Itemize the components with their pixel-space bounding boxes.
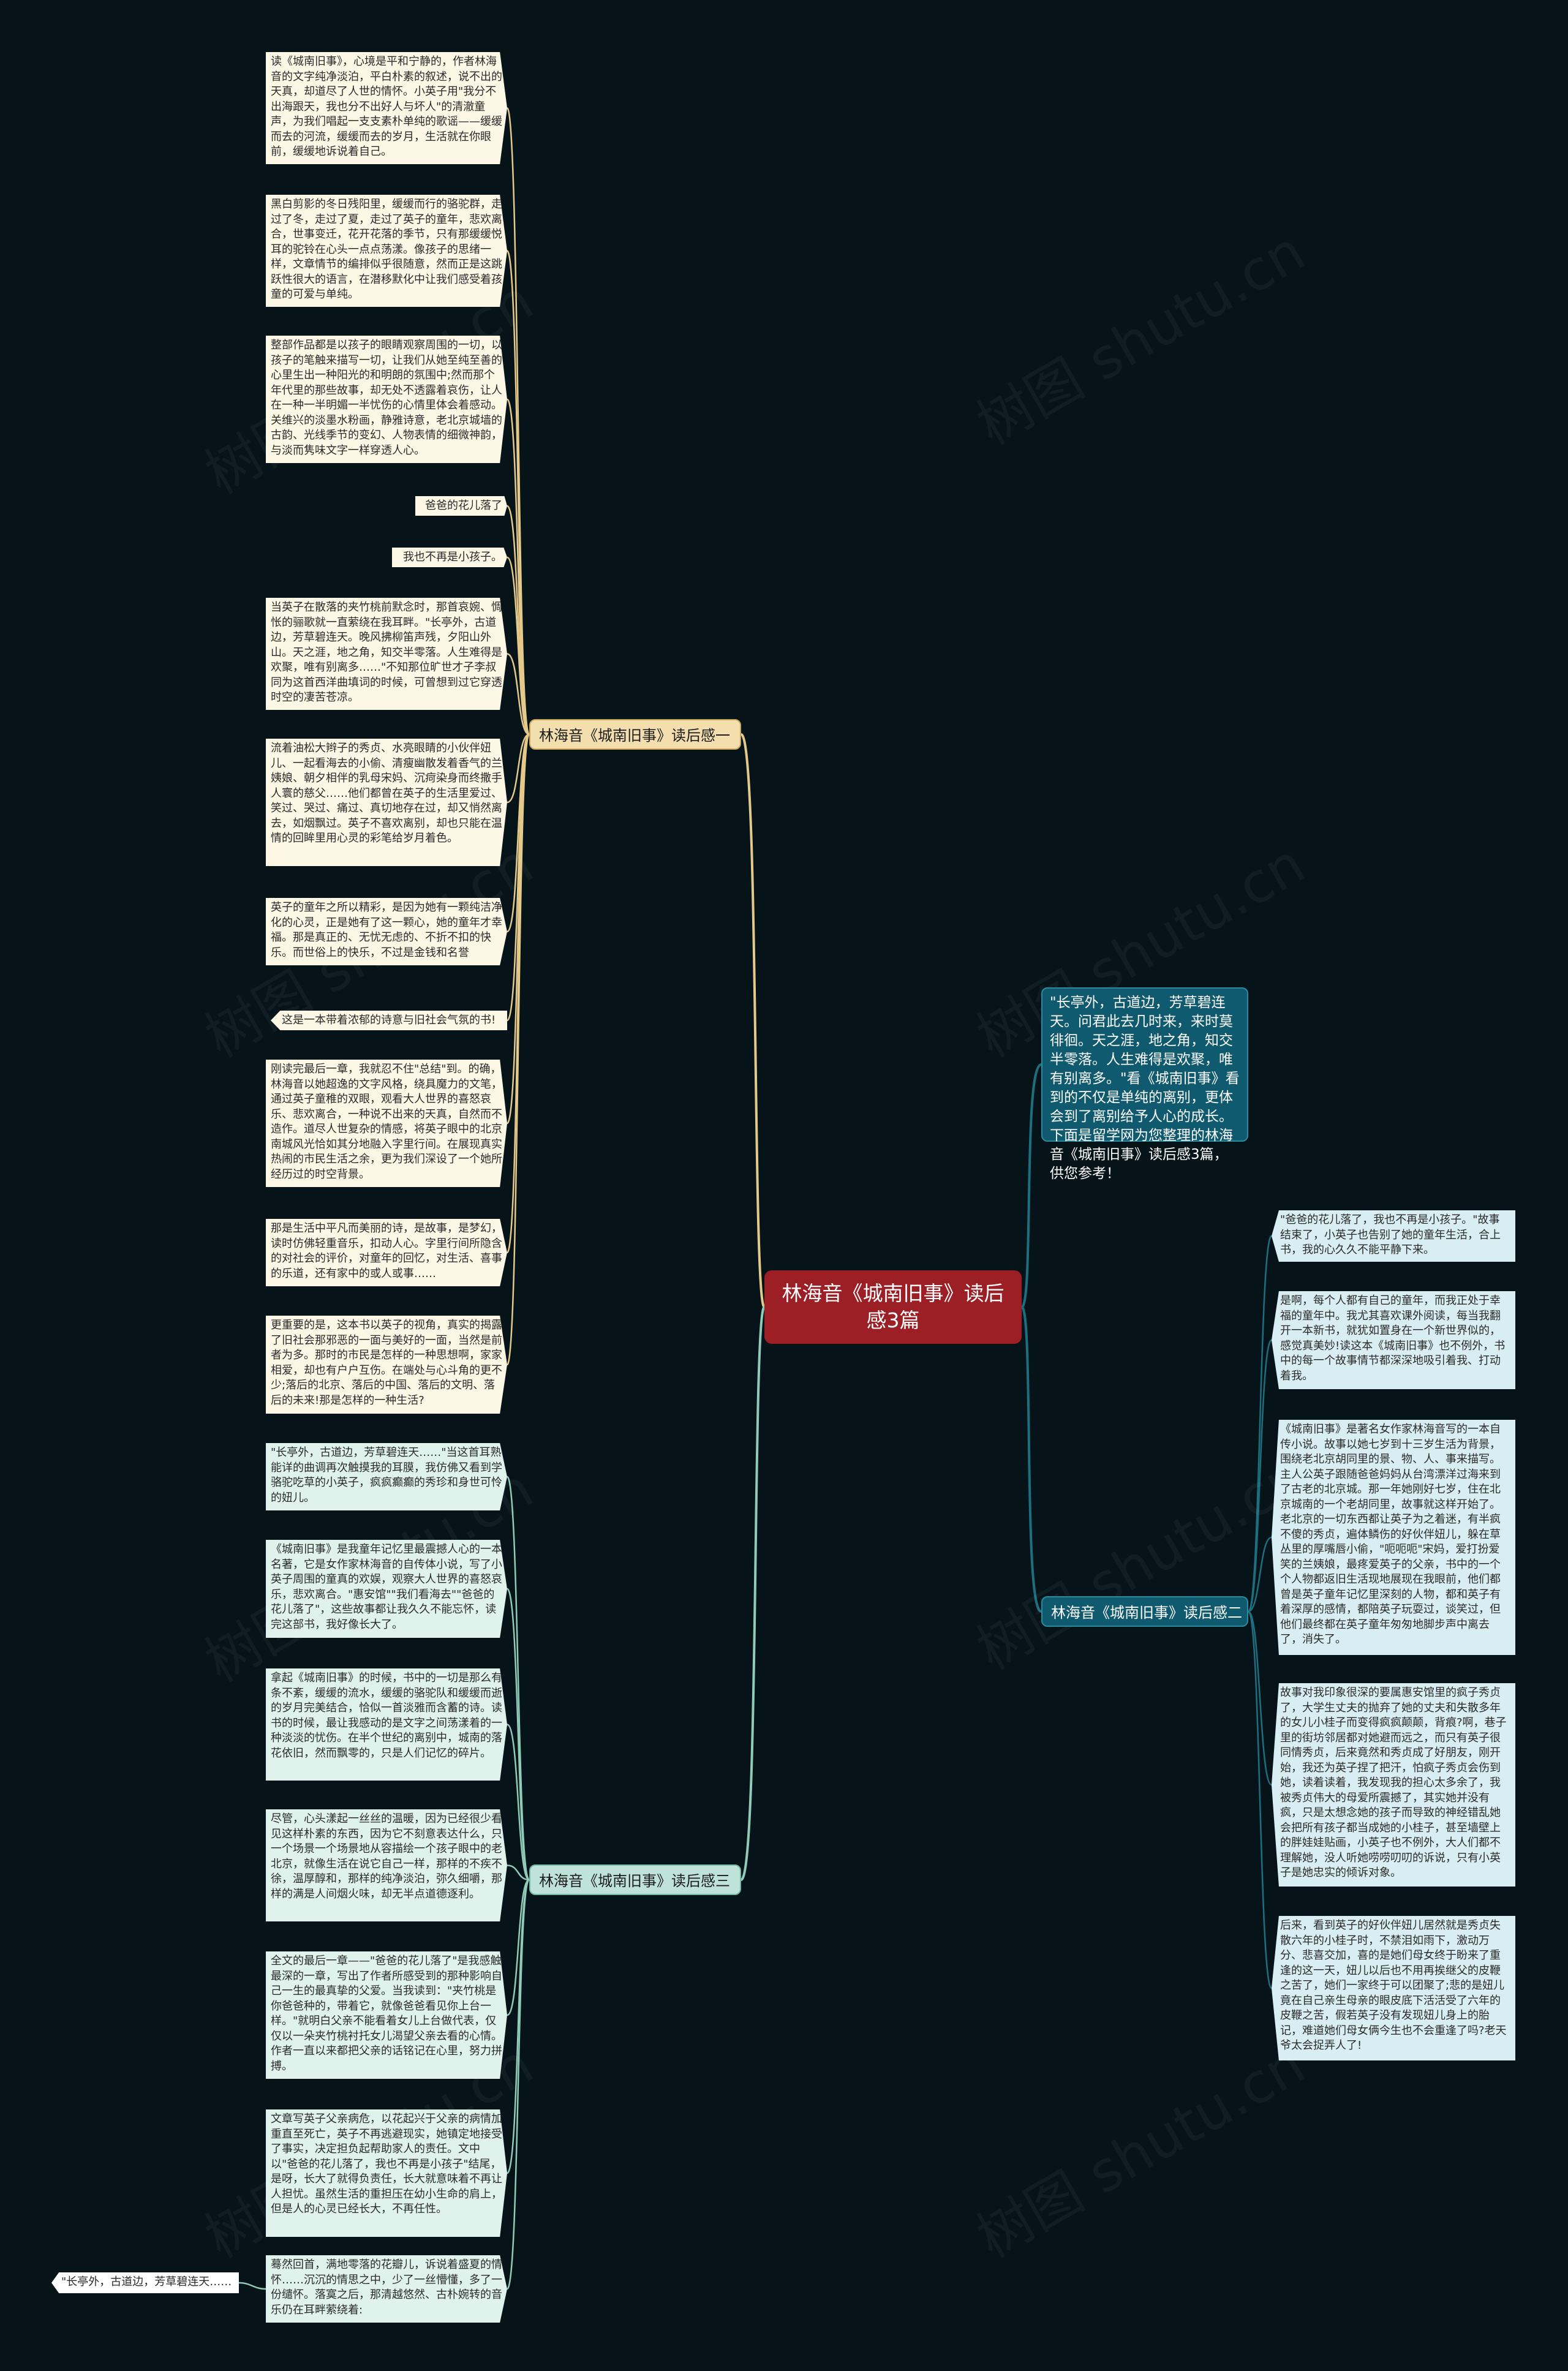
root-topic-label: 林海音《城南旧事》读后感3篇 [782,1281,1005,1332]
link-branch-one-leaf [506,398,530,736]
branch-two-leaf[interactable]: 后来，看到英子的好伙伴妞儿居然就是秀贞失散六年的小桂子时，不禁泪如雨下，激动万分… [1272,1916,1515,2060]
intro-node[interactable]: "长亭外，古道边，芳草碧连天。问君此去几时来，来时莫徘徊。天之涯，地之角，知交半… [1041,987,1248,1182]
branch-one-leaf[interactable]: 我也不再是小孩子。 [392,548,507,567]
branch-three-leaf[interactable]: 文章写英子父亲病危，以花起兴于父亲的病情加重直至死亡，英子不再逃避现实，她镇定地… [266,2109,507,2237]
branch-three-leaf[interactable]: 《城南旧事》是我童年记忆里最震撼人心的一本名著，它是女作家林海音的自传体小说，写… [266,1540,507,1638]
link-root-intro [1020,1063,1042,1308]
link-branch-two-leaf [1247,1610,1273,1989]
branch-reflection-one[interactable]: 林海音《城南旧事》读后感一 [529,719,741,750]
link-root-branch-three [740,1306,766,1881]
link-branch-one-leaf [506,733,530,1366]
branch-one-leaf[interactable]: 当英子在散落的夹竹桃前默念时，那首哀婉、惆怅的骊歌就一直萦绕在我耳畔。"长亭外，… [266,598,507,710]
branch-two-leaf[interactable]: 是啊，每个人都有自己的童年，而我正处于幸福的童年中。我尤其喜欢课外阅读，每当我翻… [1272,1291,1515,1389]
link-branch-three-leaf [507,1879,530,2016]
branch-one-leaf[interactable]: 整部作品都是以孩子的眼睛观察周围的一切，以孩子的笔触来描写一切，让我们从她至纯至… [266,336,507,463]
link-branch-two-leaf [1247,1610,1273,1786]
branch-three-leaf[interactable]: "长亭外，古道边，芳草碧连天……"当这首耳熟能详的曲调再次触摸我的耳膜，我仿佛又… [266,1443,507,1510]
branch-reflection-three[interactable]: 林海音《城南旧事》读后感三 [529,1864,741,1895]
link-branch-one-leaf [506,250,530,736]
branch-two-leaf[interactable]: 《城南旧事》是著名女作家林海音写的一本自传小说。故事以她七岁到十三岁生活为背景，… [1272,1420,1515,1655]
link-branch-three-leaf [507,1724,530,1881]
branch-one-leaf[interactable]: 这是一本带着浓郁的诗意与旧社会气氛的书! [271,1011,507,1030]
link-branch-one-leaf [507,653,530,736]
branch-one-leaf[interactable]: 黑白剪影的冬日残阳里，缓缓而行的骆驼群，走过了冬，走过了夏，走过了英子的童年，悲… [266,195,507,307]
branch-two-leaf[interactable]: "爸爸的花儿落了，我也不再是小孩子。"故事结束了，小英子也告别了她的童年生活，合… [1272,1210,1515,1262]
branch-one-leaf[interactable]: 爸爸的花儿落了 [415,496,507,516]
branch-two-leaf[interactable]: 故事对我印象很深的要属惠安馆里的疯子秀贞了，大学生丈夫的抛弃了她的丈夫和失散多年… [1272,1683,1515,1887]
branch-three-leaf[interactable]: 全文的最后一章——"爸爸的花儿落了"是我感触最深的一章，写出了作者所感受到的那种… [266,1951,507,2079]
link-branch-two-leaf [1247,1339,1273,1613]
link-branch-three-leaf [506,1588,530,1881]
branch-one-leaf[interactable]: 读《城南旧事》，心境是平和宁静的，作者林海音的文字纯净淡泊，平白朴素的叙述，说不… [266,52,507,164]
link-branch-one-leaf [506,733,530,1254]
link-branch-three-leaf [506,1879,530,2290]
branch-one-leaf[interactable]: 流着油松大辫子的秀贞、水亮眼睛的小伙伴妞儿、一起看海去的小偷、清瘦幽散发着香气的… [266,739,507,866]
link-root-branch-two [1020,1306,1042,1613]
branch-one-leaf[interactable]: 刚读完最后一章，我就忍不住"总结"到。的确，林海音以她超逸的文字风格，绕具魔力的… [266,1060,507,1187]
link-branch-two-leaf [1247,1235,1273,1613]
branch-three-leaf[interactable]: 尽管，心头漾起一丝丝的温暖，因为已经很少看见这样朴素的东西，因为它不刻意表达什么… [266,1809,507,1921]
link-branch-three-leaf [506,1879,530,2174]
link-branch-three-leaf [507,1864,530,1881]
link-branch-three-leaf [506,1476,530,1881]
root-topic[interactable]: 林海音《城南旧事》读后感3篇 [764,1270,1022,1344]
link-root-branch-one [740,733,766,1308]
link-branch-one-leaf [507,733,530,804]
branch-reflection-two[interactable]: 林海音《城南旧事》读后感二 [1041,1596,1248,1627]
branch-one-leaf[interactable]: 英子的童年之所以精彩，是因为她有一颗纯洁净化的心灵，正是她有了这一颗心，她的童年… [266,898,507,965]
link-subleaf [238,2282,266,2290]
branch-one-leaf[interactable]: 那是生活中平凡而美丽的诗，是故事，是梦幻，读时仿佛轻重音乐，扣动人心。字里行间所… [266,1219,507,1286]
branch-three-subleaf[interactable]: "长亭外，古道边，芳草碧连天…… [51,2272,239,2293]
link-branch-two-leaf [1248,1536,1272,1613]
branch-one-leaf[interactable]: 更重要的是，这本书以英子的视角，真实的揭露了旧社会那邪恶的一面与美好的一面，当然… [266,1316,507,1414]
link-branch-one-leaf [506,556,530,736]
branch-three-leaf[interactable]: 拿起《城南旧事》的时候，书中的一切是那么有条不紊，缓缓的流水，缓缓的骆驼队和缓缓… [266,1668,507,1781]
branch-three-leaf[interactable]: 蓦然回首，满地零落的花瓣儿，诉说着盛夏的情怀……沉沉的情思之中，少了一丝懵懂，多… [266,2255,507,2323]
